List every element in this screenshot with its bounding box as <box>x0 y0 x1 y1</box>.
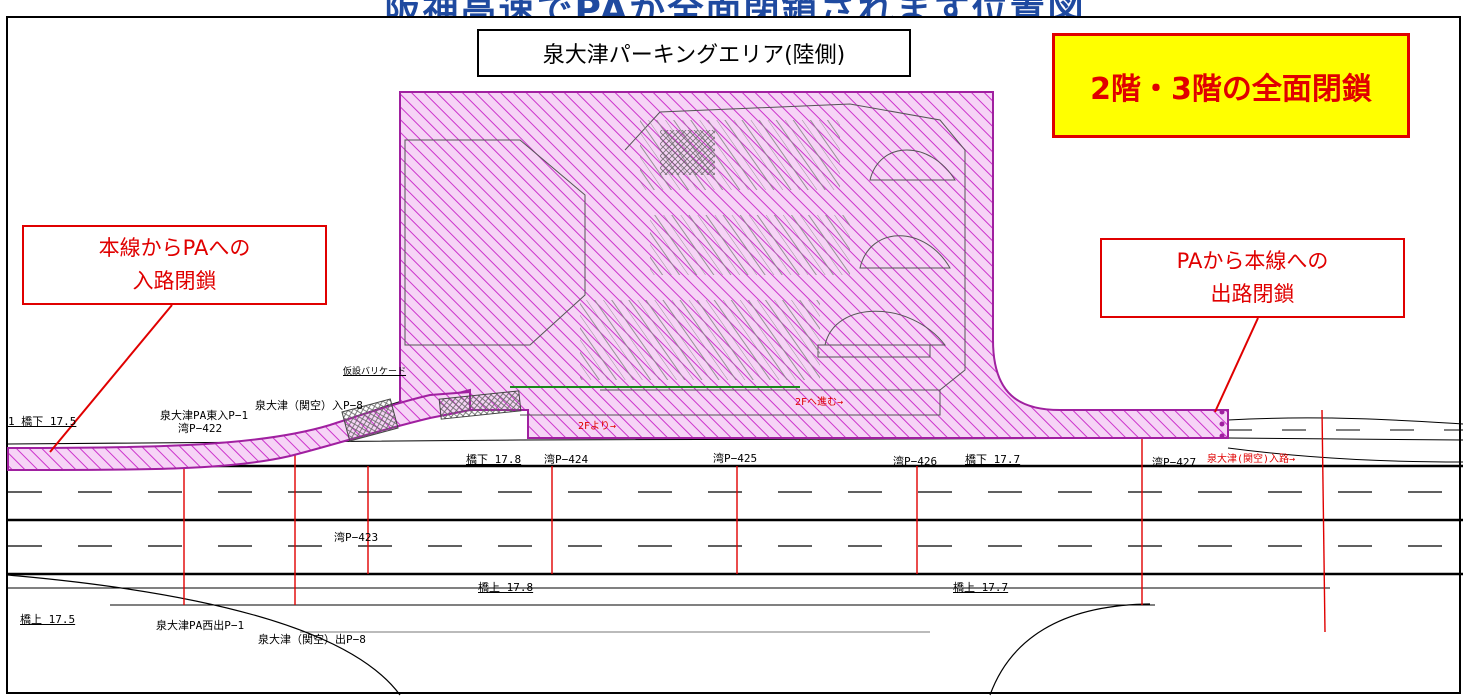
kyokka-left-label: 1 橋下 17.5 <box>8 415 77 428</box>
entry-ramp-closed <box>7 390 471 472</box>
map-title: 泉大津パーキングエリア(陸側) <box>477 29 911 77</box>
barricade-label: 仮設バリケード <box>343 367 407 377</box>
kyokka-178-label: 橋下 17.8 <box>466 453 522 466</box>
callout-leaders <box>49 304 1259 453</box>
entry-callout-line1: 本線からPAへの <box>98 236 251 260</box>
kanku-in-label: 泉大津（関空）入P−8 <box>255 399 363 412</box>
map-frame <box>6 16 1461 694</box>
parking-stalls <box>580 120 850 380</box>
from-2f-label: 2Fより→ <box>578 421 616 432</box>
exit-callout-line1: PAから本線への <box>1176 249 1329 273</box>
kyojo-178-label: 橋上 17.8 <box>478 581 534 594</box>
kyojo-177-label: 橋上 17.7 <box>953 581 1009 594</box>
exit-callout-line2: 出路閉鎖 <box>1210 282 1295 306</box>
expressway-lanes <box>7 393 1464 696</box>
page-header: 阪神高速でPAが全面閉鎖されます位置図 <box>0 0 1470 18</box>
kyokka-177-label: 橋下 17.7 <box>965 453 1021 466</box>
kanku-out-label: 泉大津（関空）出P−8 <box>258 633 366 646</box>
p422-label: 湾P−422 <box>178 422 223 435</box>
section-markers <box>183 409 1326 633</box>
kyojo-175-label: 橋上 17.5 <box>20 613 76 626</box>
p423-label: 湾P−423 <box>334 531 379 544</box>
to-2f-label: 2Fへ進む→ <box>795 397 844 408</box>
p427-label: 湾P−427 <box>1152 456 1197 469</box>
page-header-title: 阪神高速でPAが全面閉鎖されます位置図 <box>0 0 1470 18</box>
entry-callout-line2: 入路閉鎖 <box>132 269 217 293</box>
pa-west-exit-label: 泉大津PA西出P−1 <box>156 619 245 632</box>
p426-label: 湾P−426 <box>893 455 938 468</box>
closure-zone <box>7 91 1229 472</box>
entry-closure-callout: 本線からPAへの 入路閉鎖 <box>22 225 327 305</box>
exit-closure-callout: PAから本線への 出路閉鎖 <box>1100 238 1405 318</box>
pa-entry-pole-label: 泉大津PA東入P−1 <box>160 409 249 422</box>
kanku-ramp-label: 泉大津(関空)入路→ <box>1207 454 1296 465</box>
closure-note: 2階・3階の全面閉鎖 <box>1052 33 1410 138</box>
p425-label: 湾P−425 <box>713 452 758 465</box>
p424-label: 湾P−424 <box>544 453 589 466</box>
